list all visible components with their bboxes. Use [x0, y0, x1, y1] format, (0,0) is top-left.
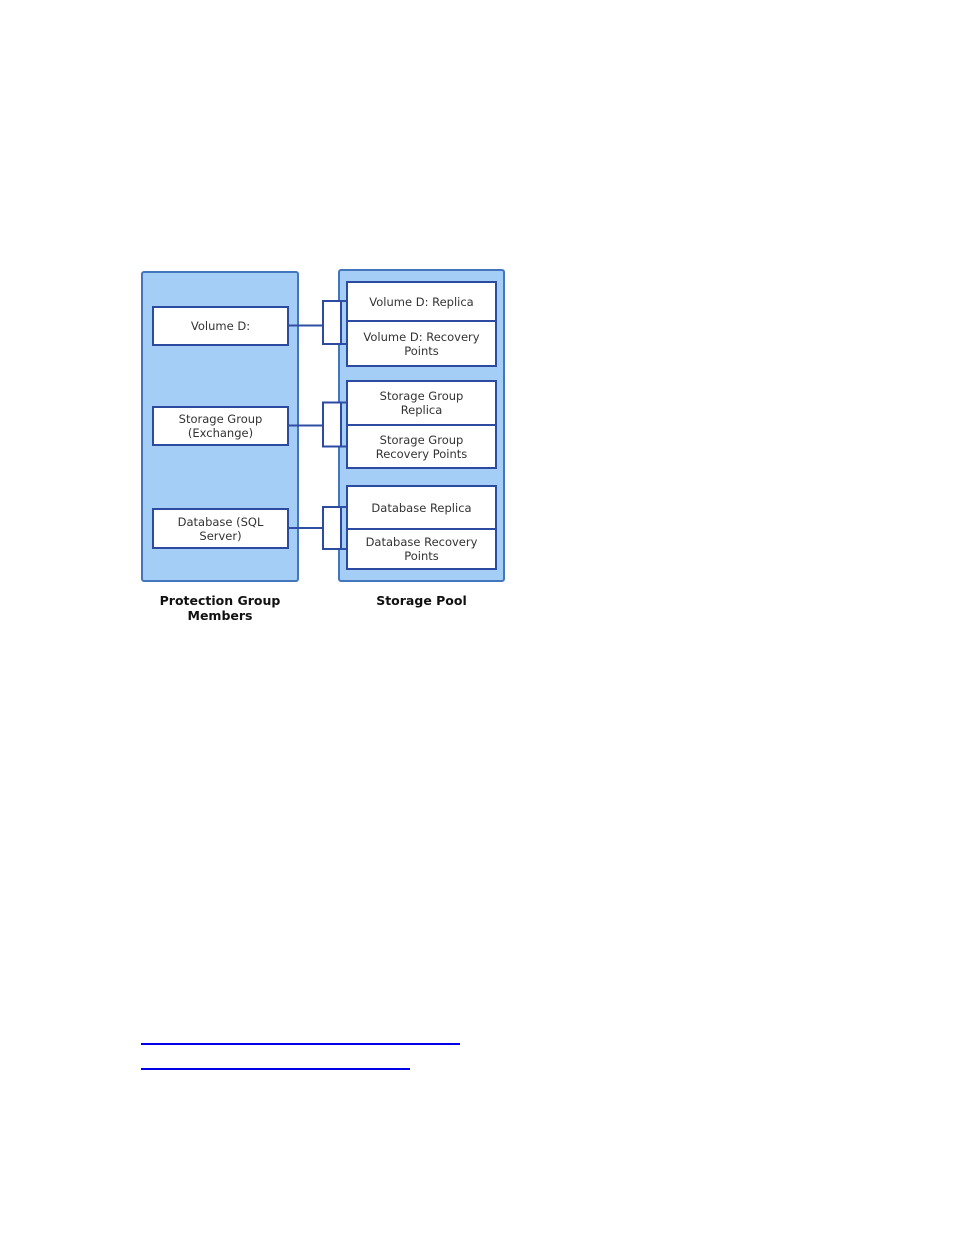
- hyperlink-underline-1[interactable]: [141, 1043, 460, 1045]
- pool-box-volume-d-replica: Volume D: Replica: [346, 281, 497, 322]
- member-box-database: Database (SQL Server): [152, 508, 289, 549]
- storage-pool-caption: Storage Pool: [376, 593, 467, 608]
- pool-box-database-replica: Database Replica: [346, 485, 497, 530]
- member-box-volume-d: Volume D:: [152, 306, 289, 346]
- member-box-storage-group: Storage Group (Exchange): [152, 406, 289, 446]
- pool-box-database-recovery-points: Database Recovery Points: [346, 528, 497, 570]
- pool-box-storage-group-replica: Storage Group Replica: [346, 380, 497, 426]
- pool-box-volume-d-recovery-points: Volume D: Recovery Points: [346, 320, 497, 367]
- hyperlink-underline-2[interactable]: [141, 1068, 410, 1070]
- protection-group-caption: Protection Group Members: [159, 593, 281, 623]
- pool-box-storage-group-recovery-points: Storage Group Recovery Points: [346, 424, 497, 469]
